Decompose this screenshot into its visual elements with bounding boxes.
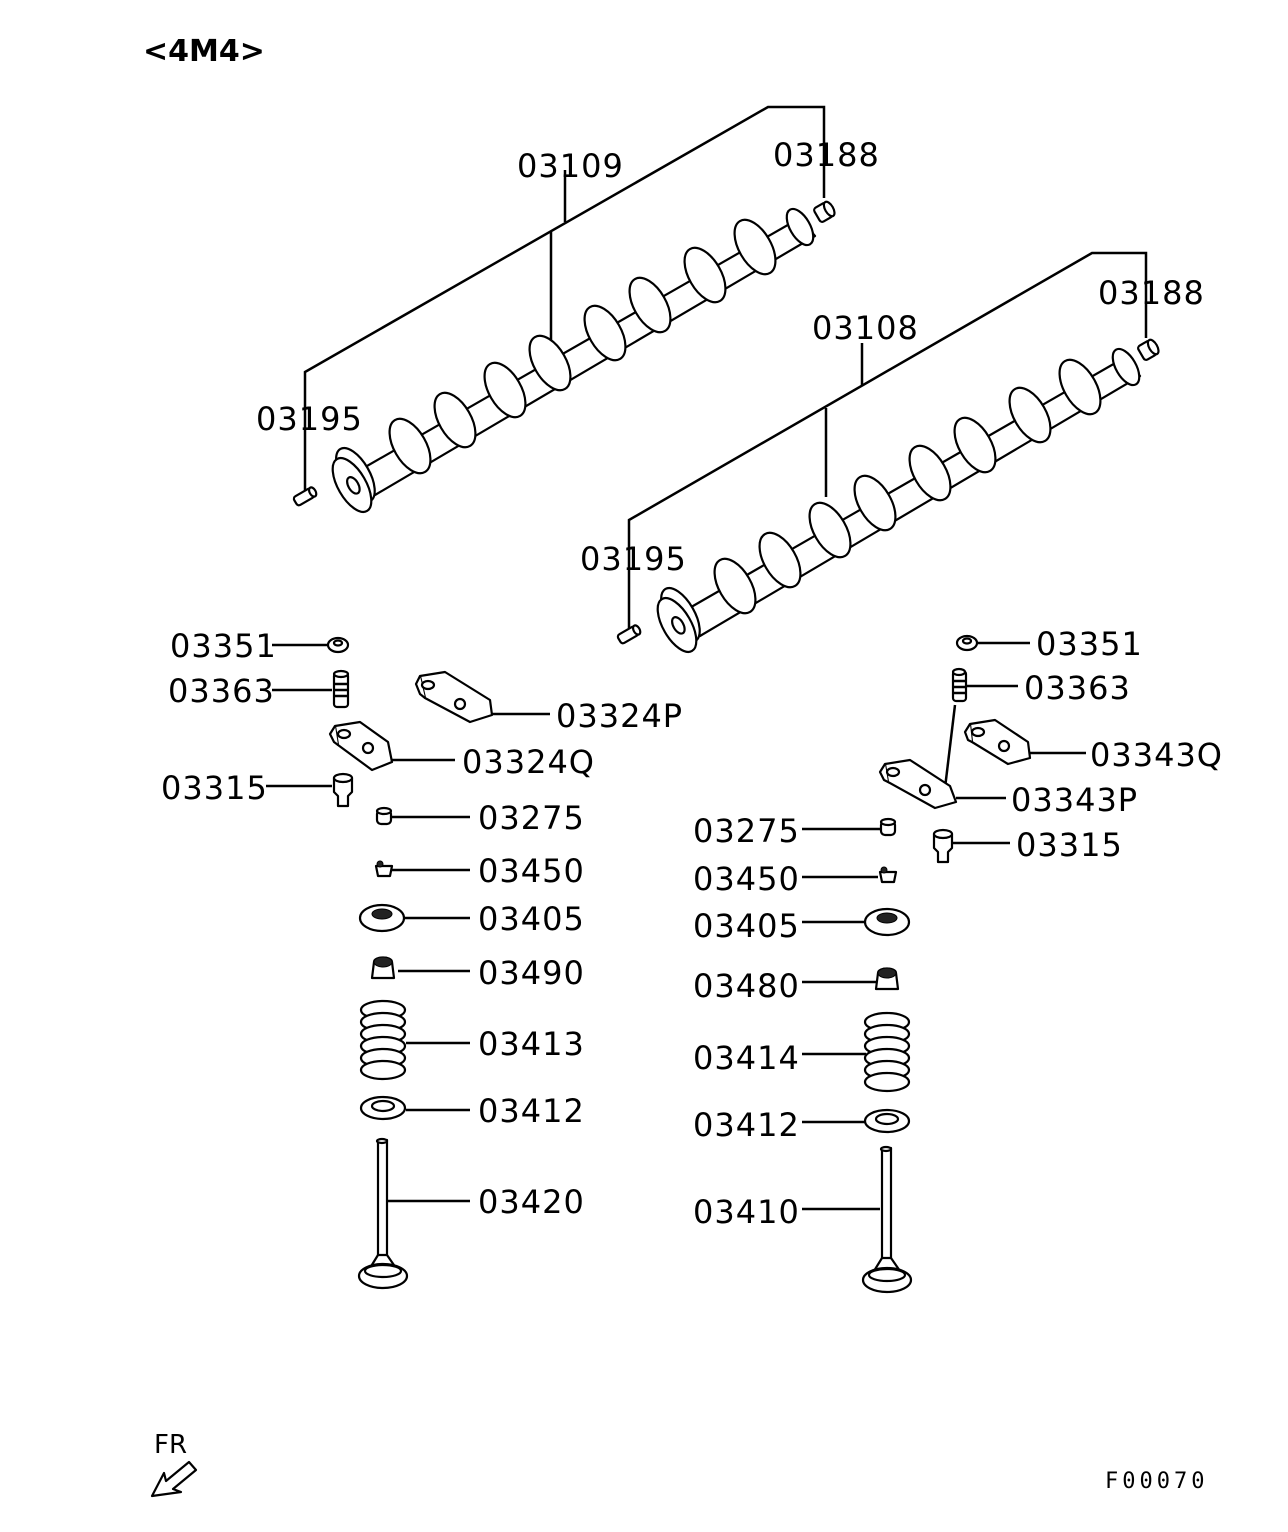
left-tip-label: 03275 [478, 799, 585, 837]
exhaust-camshaft-icon [656, 347, 1142, 654]
exhaust-camshaft-leaders [627, 251, 1148, 628]
right-stem-seal-icon [874, 967, 900, 991]
right-spring-seat-icon [863, 1108, 911, 1134]
intake-camshaft-icon [331, 207, 817, 514]
right-tip-label: 03275 [693, 812, 800, 850]
left-adjusting-screw-icon [332, 669, 350, 709]
left-rocker-arm-p-icon [414, 670, 494, 724]
right-rocker-arm-p-icon [878, 758, 958, 810]
right-valve-label: 03410 [693, 1193, 800, 1231]
right-stem-seal-label: 03480 [693, 967, 800, 1005]
left-tip-icon [375, 806, 393, 826]
left-lash-adjuster-label: 03315 [161, 769, 268, 807]
left-spring-seat-label: 03412 [478, 1092, 585, 1130]
left-rocker-arm-q-icon [328, 720, 394, 772]
left-pin-icon [292, 486, 318, 507]
left-column-leaders [266, 643, 550, 1203]
exhaust-camshaft-label: 03108 [812, 309, 919, 347]
right-rocker-arm-q-label: 03343Q [1090, 736, 1223, 774]
right-spring-retainer-label: 03405 [693, 907, 800, 945]
right-valve-spring-icon [863, 1011, 911, 1093]
right-nut-icon [955, 634, 979, 652]
right-valve-spring-label: 03414 [693, 1039, 800, 1077]
engine-code-label: <4M4> [143, 34, 265, 69]
right-plug-icon [1137, 338, 1160, 361]
left-spring-seat-icon [359, 1095, 407, 1121]
right-adjusting-screw-icon [951, 667, 968, 703]
right-lash-adjuster-icon [932, 828, 954, 864]
left-retainer-lock-icon [374, 860, 394, 878]
left-nut-icon [326, 636, 350, 654]
left-plug-label: 03188 [773, 136, 880, 174]
left-lash-adjuster-icon [332, 772, 354, 808]
right-column-leaders [802, 641, 1086, 1211]
right-plug-label: 03188 [1098, 274, 1205, 312]
left-adjusting-screw-label: 03363 [168, 672, 275, 710]
right-pin-icon [616, 624, 642, 645]
right-valve-icon [861, 1145, 913, 1294]
left-rocker-arm-q-label: 03324Q [462, 743, 595, 781]
left-plug-icon [813, 200, 836, 223]
left-valve-spring-icon [359, 999, 407, 1081]
left-spring-retainer-icon [358, 903, 406, 933]
right-adjusting-screw-label: 03363 [1024, 669, 1131, 707]
front-arrow-icon [150, 1460, 198, 1498]
right-lash-adjuster-label: 03315 [1016, 826, 1123, 864]
left-spring-retainer-label: 03405 [478, 900, 585, 938]
left-valve-spring-label: 03413 [478, 1025, 585, 1063]
left-valve-icon [357, 1137, 409, 1290]
front-direction-label: FR [154, 1430, 187, 1460]
right-rocker-arm-p-label: 03343P [1011, 781, 1138, 819]
left-valve-label: 03420 [478, 1183, 585, 1221]
right-spring-retainer-icon [863, 907, 911, 937]
intake-camshaft-leaders [303, 105, 826, 490]
left-stem-seal-icon [370, 956, 396, 980]
left-pin-label: 03195 [256, 400, 363, 438]
left-rocker-arm-p-label: 03324P [556, 697, 683, 735]
intake-camshaft-label: 03109 [517, 147, 624, 185]
right-retainer-lock-icon [878, 866, 898, 884]
right-spring-seat-label: 03412 [693, 1106, 800, 1144]
left-retainer-lock-label: 03450 [478, 852, 585, 890]
left-nut-label: 03351 [170, 627, 277, 665]
right-rocker-arm-q-icon [963, 718, 1032, 766]
left-stem-seal-label: 03490 [478, 954, 585, 992]
right-tip-icon [879, 817, 897, 837]
right-retainer-lock-label: 03450 [693, 860, 800, 898]
figure-code-label: F00070 [1105, 1469, 1208, 1494]
right-nut-label: 03351 [1036, 625, 1143, 663]
right-pin-label: 03195 [580, 540, 687, 578]
